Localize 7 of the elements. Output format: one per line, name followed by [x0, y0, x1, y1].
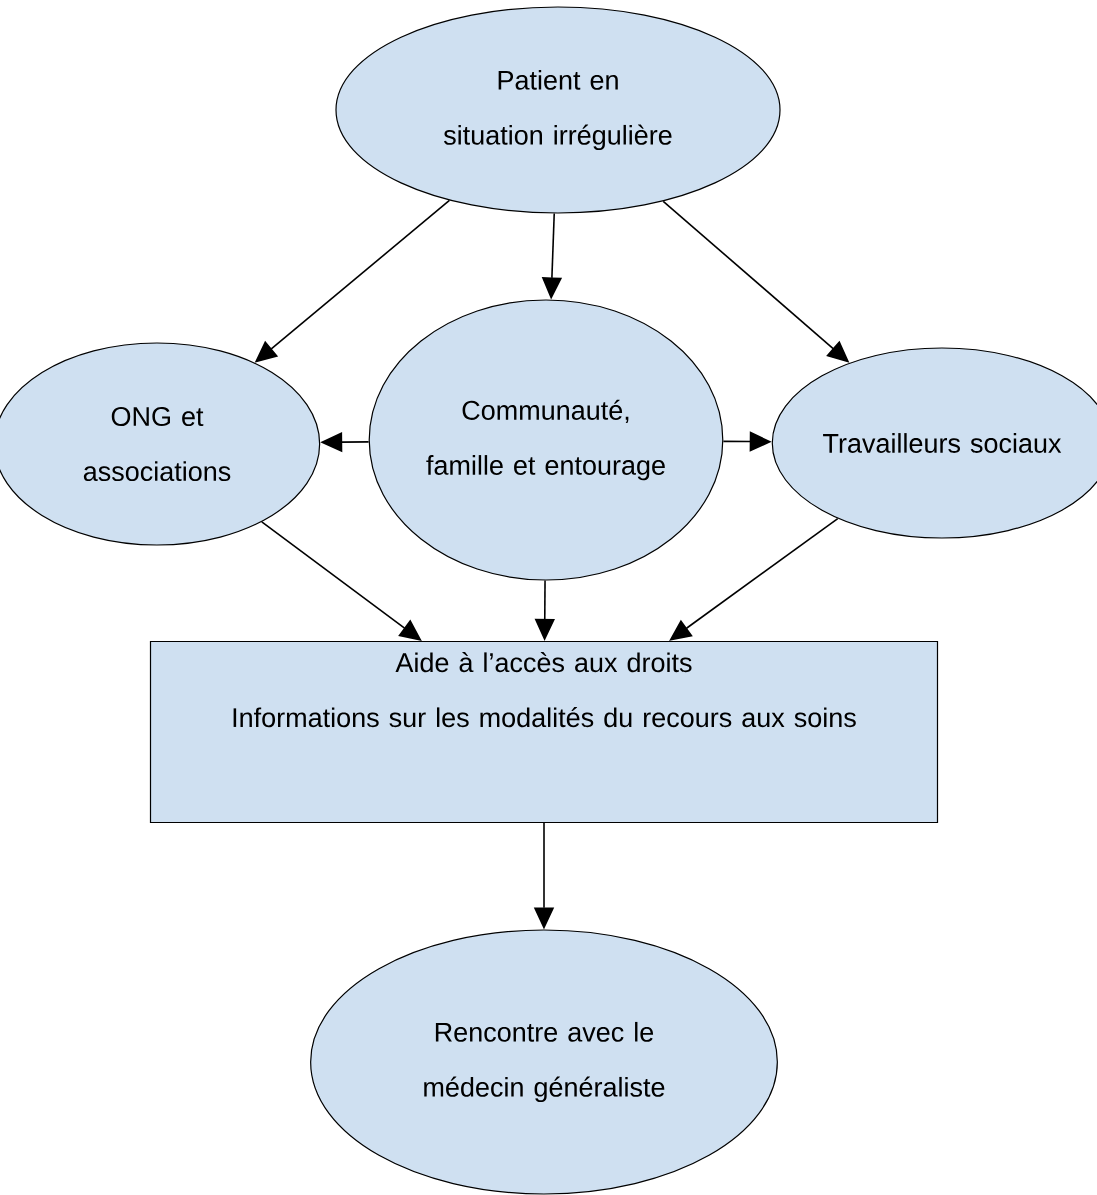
arrow — [261, 521, 422, 641]
ellipse-node: Travailleurs sociaux — [771, 347, 1097, 539]
process-box: Aide à l’accès aux droits Informations sur les modalités du recours aux soins — [149, 640, 939, 824]
arrow — [669, 517, 839, 641]
ellipse-node: Rencontre avec le médecin généraliste — [310, 929, 778, 1195]
ellipse-node: Communauté, famille et entourage — [368, 299, 724, 581]
ellipse-node: Patient en situation irrégulière — [335, 6, 781, 214]
